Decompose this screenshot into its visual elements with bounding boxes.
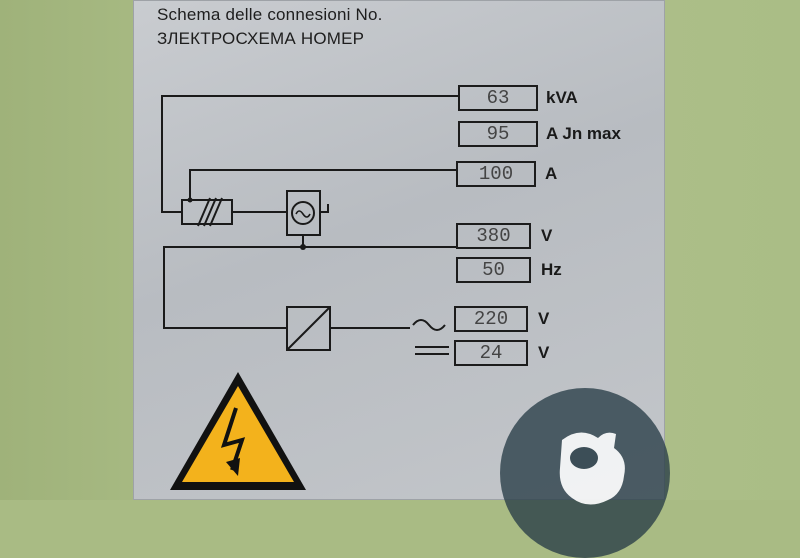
title-italian: Schema delle connesioni No. [157, 5, 383, 24]
voltage-unit: V [541, 226, 553, 245]
max-current-unit: A Jn max [546, 124, 621, 143]
rated-power-unit: kVA [546, 88, 578, 107]
ac-symbol-icon [412, 319, 446, 331]
watermark-logo-icon [500, 388, 670, 558]
rated-power-value: 63 [458, 85, 538, 111]
title-russian: ЗЛЕКТРОСХЕМА НОМЕР [157, 29, 365, 48]
ac-generator-icon [286, 190, 321, 236]
ac-voltage-unit: V [538, 309, 550, 328]
frequency-value: 50 [456, 257, 531, 283]
high-voltage-warning-icon [170, 372, 306, 490]
dc-symbol-icon [415, 346, 449, 355]
wire-current [189, 169, 458, 200]
wiring-diagram [161, 95, 458, 490]
max-current-value: 95 [458, 121, 538, 147]
current-unit: A [545, 164, 558, 183]
transformer-icon [286, 306, 331, 351]
circuit-breaker-icon [181, 197, 233, 227]
voltage-value: 380 [456, 223, 531, 249]
wire-supply [163, 246, 456, 329]
current-value: 100 [456, 161, 536, 187]
dc-voltage-unit: V [538, 343, 550, 362]
ac-voltage-value: 220 [454, 306, 528, 332]
wire-top [161, 95, 458, 213]
dc-voltage-value: 24 [454, 340, 528, 366]
frequency-unit: Hz [541, 260, 562, 279]
